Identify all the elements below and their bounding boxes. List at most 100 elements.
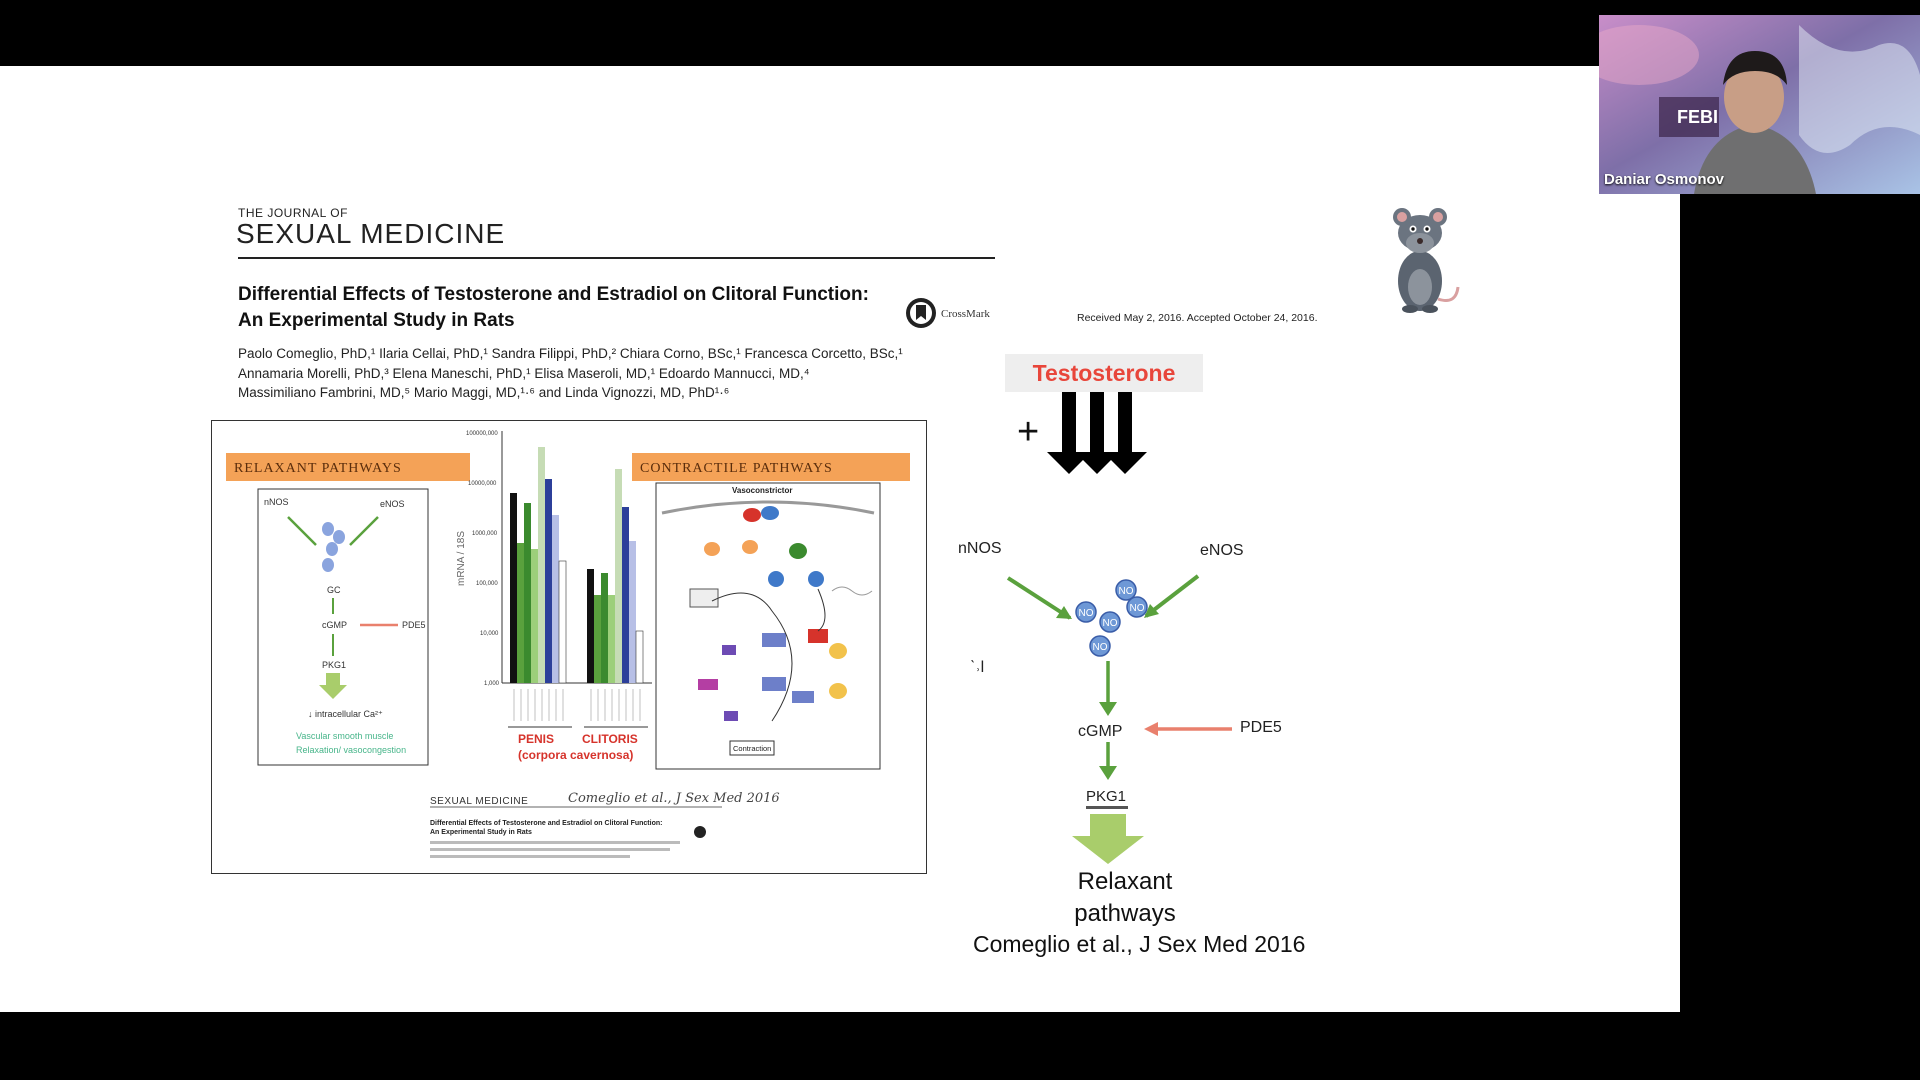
relaxant-vsm2: Relaxation/ vasocongestion xyxy=(296,745,406,755)
relaxant-no-cluster xyxy=(322,522,345,572)
svg-text:NO: NO xyxy=(1079,608,1094,619)
relaxant-cgmp: cGMP xyxy=(322,620,347,630)
no-molecules: NO NO NO NO NO xyxy=(1075,579,1148,657)
composite-figure-graphic: RELAXANT PATHWAYS nNOS eNOS GC cGMP PDE5… xyxy=(226,431,910,858)
received-date: Received May 2, 2016. Accepted October 2… xyxy=(1077,312,1318,324)
bar-chart-ylabel: mRNA / 18S xyxy=(456,531,467,586)
webcam-feed: FEBI xyxy=(1599,15,1920,194)
relaxant-vsm1: Vascular smooth muscle xyxy=(296,731,393,741)
authors-line2: Annamaria Morelli, PhD,³ Elena Maneschi,… xyxy=(238,365,810,381)
no-pathway-diagram: Testosterone + nNOS eNOS NO NO NO NO NO … xyxy=(958,354,1282,864)
contractile-flow-1 xyxy=(711,592,793,722)
small-authors-lines xyxy=(430,841,680,858)
small-crossmark-icon xyxy=(694,826,706,838)
handwritten-citation: Comeglio et al., J Sex Med 2016 xyxy=(568,791,780,806)
small-title2: An Experimental Study in Rats xyxy=(430,829,532,836)
pathway-enos: eNOS xyxy=(1200,542,1244,559)
relaxant-nnos: nNOS xyxy=(264,497,289,507)
ytick-1: 10000,000 xyxy=(468,481,497,487)
article-title-line1: Differential Effects of Testosterone and… xyxy=(238,284,869,305)
nnos-arrowhead xyxy=(1056,606,1072,619)
svg-text:NO: NO xyxy=(1103,618,1118,629)
relaxant-big-arrow xyxy=(1072,814,1144,864)
journal-name: SEXUAL MEDICINE xyxy=(236,218,506,249)
cell-membrane xyxy=(661,500,875,515)
testosterone-label: Testosterone xyxy=(1033,360,1176,386)
article-title-line2: An Experimental Study in Rats xyxy=(238,310,515,331)
bar-chart-category-ticks xyxy=(513,689,641,721)
arachidonic-chain xyxy=(831,586,873,596)
pathway-cgmp: cGMP xyxy=(1078,723,1122,740)
right-black-bar xyxy=(1680,194,1920,1012)
clitoris-label: CLITORIS xyxy=(582,732,638,746)
testosterone-box xyxy=(1005,354,1203,392)
crossmark-badge: CrossMark xyxy=(905,296,1005,335)
svg-text:NO: NO xyxy=(1119,586,1134,597)
ytick-4: 10,000 xyxy=(480,631,499,637)
citation-label: Comeglio et al., J Sex Med 2016 xyxy=(973,931,1306,957)
composite-figure: RELAXANT PATHWAYS nNOS eNOS GC cGMP PDE5… xyxy=(211,420,927,874)
plus-sign: + xyxy=(1017,411,1039,453)
relaxant-arrow-right xyxy=(349,516,379,546)
authors-line3: Massimiliano Fambrini, MD,⁵ Mario Maggi,… xyxy=(238,385,730,400)
testosterone-arrows xyxy=(1047,392,1147,474)
relaxant-pkg1: PKG1 xyxy=(322,660,346,670)
relaxant-arrow-left xyxy=(287,516,317,546)
svg-text:NO: NO xyxy=(1130,603,1145,614)
article-title: Differential Effects of Testosterone and… xyxy=(238,282,918,334)
no-molecule: NO xyxy=(1126,596,1148,618)
crossmark-label: CrossMark xyxy=(941,308,990,320)
svg-text:NO: NO xyxy=(1093,642,1108,653)
pathway-pde5: PDE5 xyxy=(1240,719,1282,736)
no-to-cgmp-arrowhead xyxy=(1099,702,1117,716)
relaxant-pde5: PDE5 xyxy=(402,620,426,630)
no-molecule: NO xyxy=(1099,611,1121,633)
presentation-slide: THE JOURNAL OF SEXUAL MEDICINE Different… xyxy=(0,66,1680,1012)
enos-arrowhead xyxy=(1144,604,1159,618)
bottom-black-bar xyxy=(0,1012,1920,1080)
contractile-title: CONTRACTILE PATHWAYS xyxy=(640,461,833,476)
contractile-header xyxy=(632,453,910,481)
relaxant-intracellular: ↓ intracellular Ca²⁺ xyxy=(308,709,383,719)
relaxant-line1: Relaxant xyxy=(1077,868,1173,895)
relaxant-enos: eNOS xyxy=(380,499,405,509)
vasoconstrictor-label: Vasoconstrictor xyxy=(732,486,792,495)
no-molecule: NO xyxy=(1115,579,1137,601)
relaxant-header xyxy=(226,453,470,481)
ytick-0: 100000,000 xyxy=(466,431,498,437)
pde5-arrowhead xyxy=(1144,722,1158,736)
crossmark-icon: CrossMark xyxy=(906,298,990,328)
no-molecule: NO xyxy=(1075,601,1097,623)
relaxant-big-arrow xyxy=(319,673,347,699)
small-journal: SEXUAL MEDICINE xyxy=(430,796,528,807)
contraction-label: Contraction xyxy=(733,744,771,753)
author-list: Paolo Comeglio, PhD,¹ Ilaria Cellai, PhD… xyxy=(238,344,938,403)
relaxant-pathways-label: Relaxant pathways xyxy=(1040,866,1210,930)
relaxant-gc: GC xyxy=(327,585,341,595)
journal-rule xyxy=(238,257,995,259)
contractile-box xyxy=(655,482,881,770)
ytick-5: 1,000 xyxy=(484,681,500,687)
contractile-proteins xyxy=(689,506,847,721)
backdrop-text: FEBI xyxy=(1677,107,1718,127)
journal-name-small: THE JOURNAL OF xyxy=(238,206,348,220)
authors-line1: Paolo Comeglio, PhD,¹ Ilaria Cellai, PhD… xyxy=(238,346,903,361)
relaxant-title: RELAXANT PATHWAYS xyxy=(234,461,402,476)
slide-text-fragment: ˋ˒l xyxy=(970,659,984,676)
bar-chart-yticks: 100000,000 10000,000 1000,000 100,000 10… xyxy=(466,431,500,687)
relaxant-box xyxy=(257,488,429,766)
cgmp-to-pkg1-arrowhead xyxy=(1099,766,1117,780)
pkg1-underline xyxy=(1086,806,1128,809)
participant-name: Daniar Osmonov xyxy=(1604,171,1725,188)
small-title1: Differential Effects of Testosterone and… xyxy=(430,820,662,827)
video-tile[interactable]: FEBI Daniar Osmonov xyxy=(1599,15,1920,194)
penis-label: PENIS xyxy=(518,732,554,746)
rat-cartoon-icon xyxy=(1393,208,1460,313)
contractile-flow-2 xyxy=(817,588,826,632)
contraction-box xyxy=(729,740,775,756)
no-molecule: NO xyxy=(1089,635,1111,657)
penis-sublabel: (corpora cavernosa) xyxy=(518,748,633,762)
nnos-arrow xyxy=(1006,576,1072,620)
ytick-3: 100,000 xyxy=(476,581,498,587)
relaxant-line2: pathways xyxy=(1074,900,1176,927)
